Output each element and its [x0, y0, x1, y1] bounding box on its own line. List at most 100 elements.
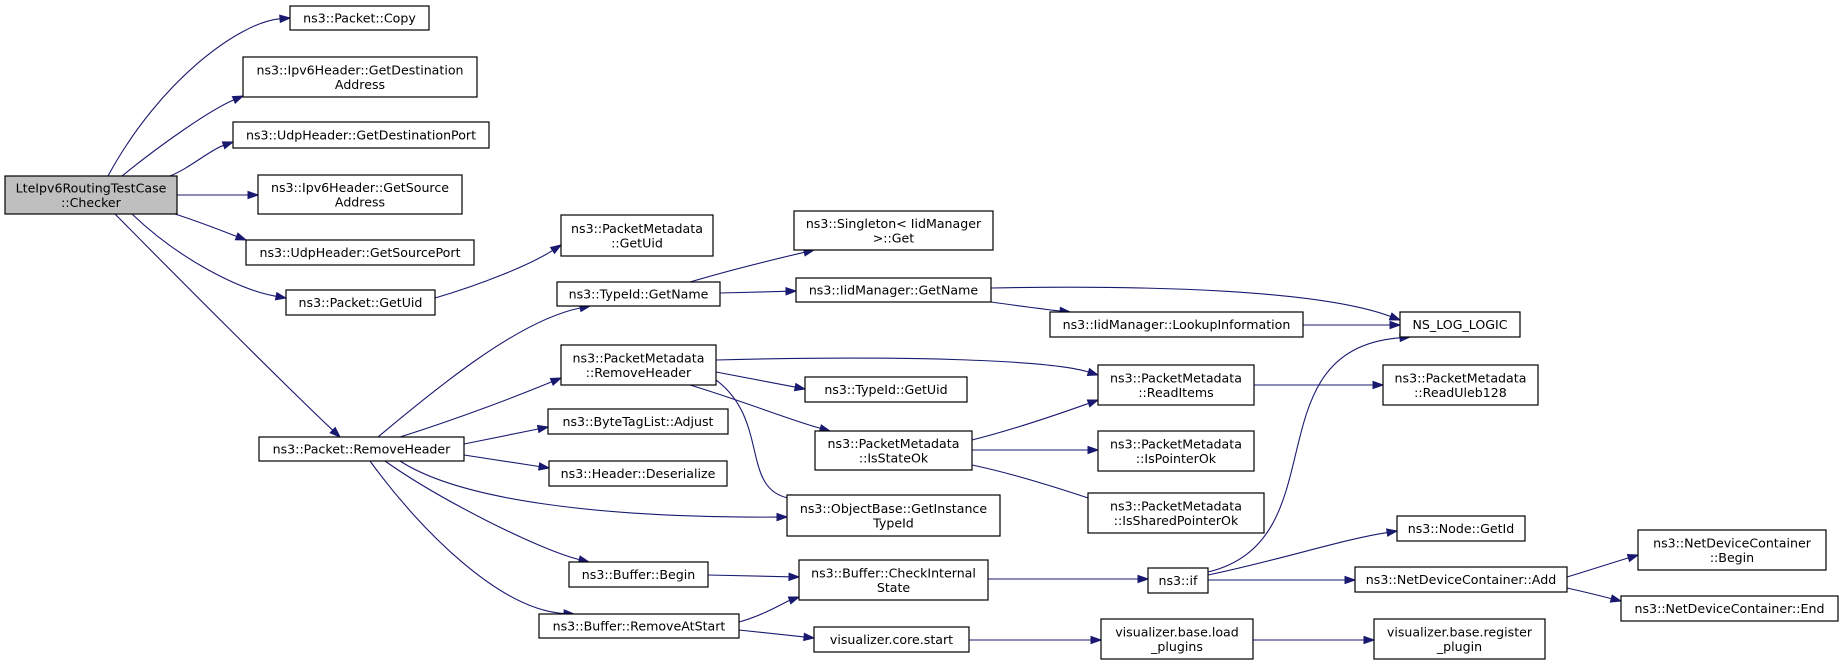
edge-pkt_removeheader-to-ob_gettypeid [399, 460, 789, 522]
node-udp-getsrcport[interactable]: ns3::UdpHeader::GetSourcePort [245, 239, 475, 266]
arrowhead [1372, 380, 1385, 390]
node-box [289, 5, 430, 31]
edge-line [463, 454, 540, 468]
node-pm-readitems[interactable]: ns3::PacketMetadata::ReadItems [1097, 364, 1255, 406]
node-label: Address [335, 194, 385, 209]
node-hdr-deserialize[interactable]: ns3::Header::Deserialize [548, 460, 728, 487]
edge-pm_removeheader-to-pm_readitems [715, 357, 1100, 377]
edge-pkt_removeheader-to-hdr_deserialize [463, 454, 551, 471]
edge-ns3_if-to-node_getid [1207, 528, 1399, 576]
node-viz-register-plugin[interactable]: visualizer.base.register_plugin [1373, 618, 1546, 660]
node-viz-load-plugins[interactable]: visualizer.base.load_plugins [1100, 618, 1254, 660]
edge-line [1207, 532, 1388, 576]
edge-typeid_getname-to-iid_getname [719, 287, 798, 296]
node-singleton-get[interactable]: ns3::Singleton< IidManager>::Get [793, 210, 994, 251]
node-label: ns3::UdpHeader::GetSourcePort [259, 245, 460, 260]
arrowhead [1086, 399, 1100, 408]
node-iid-lookup[interactable]: ns3::IidManager::LookupInformation [1049, 311, 1304, 338]
node-box [1354, 566, 1568, 593]
arrowhead [221, 141, 235, 150]
node-pkt-removeheader[interactable]: ns3::Packet::RemoveHeader [258, 436, 465, 462]
edge-viz_core_start-to-viz_load_plugins [969, 635, 1103, 645]
edge-checker-to-ipv6_getsrc [177, 190, 260, 200]
node-box [1100, 618, 1254, 660]
edge-buf_begin-to-buf_checkstate [707, 572, 801, 582]
edge-viz_load_plugins-to-viz_register_plugin [1253, 635, 1376, 645]
node-label: visualizer.core.start [830, 632, 953, 647]
node-btl-adjust[interactable]: ns3::ByteTagList::Adjust [547, 408, 729, 435]
edge-line [384, 460, 580, 561]
node-pkt-getuid[interactable]: ns3::Packet::GetUid [285, 289, 436, 316]
node-label: ns3::Singleton< IidManager [806, 216, 982, 231]
node-label: ns3::Buffer::RemoveAtStart [553, 619, 726, 634]
edge-line [1566, 557, 1629, 578]
node-label: NS_LOG_LOGIC [1413, 317, 1508, 332]
node-pm-issharedok[interactable]: ns3::PacketMetadata::IsSharedPointerOk [1087, 492, 1265, 534]
node-box [1620, 595, 1839, 622]
edge-pm_removeheader-to-ob_gettypeid [715, 379, 802, 503]
node-pkt-copy[interactable]: ns3::Packet::Copy [289, 5, 430, 31]
node-label: ::Checker [61, 195, 122, 210]
node-label: ns3::Ipv6Header::GetSource [271, 180, 449, 195]
node-label: ns3::PacketMetadata [571, 221, 703, 236]
node-ns3-if[interactable]: ns3::if [1147, 567, 1209, 594]
node-buf-begin[interactable]: ns3::Buffer::Begin [568, 561, 709, 588]
arrowhead [1626, 553, 1640, 563]
edge-pm_isstateok-to-pm_ispointerok [972, 445, 1100, 455]
node-typeid-getname[interactable]: ns3::TypeId::GetName [556, 281, 721, 307]
node-iid-getname[interactable]: ns3::IidManager::GetName [795, 277, 992, 303]
node-udp-getdstport[interactable]: ns3::UdpHeader::GetDestinationPort [232, 121, 490, 149]
arrowhead [1609, 594, 1623, 603]
node-label: ns3::PacketMetadata [828, 436, 960, 451]
node-label: ns3::Packet::Copy [303, 11, 416, 26]
node-box [1097, 430, 1255, 472]
node-pm-isstateok[interactable]: ns3::PacketMetadata::IsStateOk [814, 430, 973, 471]
node-label: ns3::PacketMetadata [1110, 436, 1242, 451]
node-box [258, 436, 465, 462]
node-box [1147, 567, 1209, 594]
edge-line [399, 381, 553, 438]
edge-line [719, 290, 787, 294]
edge-iid_lookup-to-ns_log_logic [1303, 320, 1402, 330]
arrowhead [1090, 635, 1103, 645]
node-ns-log-logic[interactable]: NS_LOG_LOGIC [1399, 311, 1521, 338]
edge-line [990, 286, 1391, 318]
node-box [547, 408, 729, 435]
node-label: _plugin [1436, 639, 1482, 654]
edge-checker-to-udp_getdstport [169, 141, 235, 177]
node-pm-removeheader[interactable]: ns3::PacketMetadata::RemoveHeader [560, 344, 717, 386]
edge-line [971, 464, 1091, 500]
node-node-getid[interactable]: ns3::Node::GetId [1396, 515, 1526, 542]
node-ndc-begin[interactable]: ns3::NetDeviceContainer::Begin [1637, 529, 1827, 571]
node-viz-core-start[interactable]: visualizer.core.start [813, 626, 970, 653]
node-typeid-getuid[interactable]: ns3::TypeId::GetUid [804, 376, 968, 403]
node-buf-removeatstart[interactable]: ns3::Buffer::RemoveAtStart [538, 613, 740, 639]
arrowhead [549, 244, 563, 255]
node-ndc-add[interactable]: ns3::NetDeviceContainer::Add [1354, 566, 1568, 593]
arrowhead [1385, 528, 1399, 537]
node-label: ::ReadUleb128 [1414, 385, 1507, 400]
node-label: ns3::ByteTagList::Adjust [562, 414, 713, 429]
node-label: visualizer.base.load [1115, 624, 1239, 639]
node-pm-ispointerok[interactable]: ns3::PacketMetadata::IsPointerOk [1097, 430, 1255, 472]
arrowhead [536, 424, 550, 434]
edge-pm_isstateok-to-pm_readitems [971, 399, 1100, 441]
node-label: ns3::Ipv6Header::GetDestination [256, 62, 463, 77]
node-pm-getuid[interactable]: ns3::PacketMetadata::GetUid [560, 214, 714, 257]
node-label: visualizer.base.register [1387, 624, 1533, 639]
node-pm-readuleb[interactable]: ns3::PacketMetadata::ReadUleb128 [1382, 364, 1539, 406]
edge-buf_removeatstart-to-buf_checkstate [738, 596, 801, 623]
edge-pkt_removeheader-to-btl_adjust [463, 424, 550, 445]
edge-pm_removeheader-to-pm_isstateok [689, 384, 832, 433]
edge-line [131, 213, 277, 297]
node-box [786, 494, 1001, 537]
node-label: ns3::IidManager::LookupInformation [1063, 317, 1291, 332]
node-label: ns3::IidManager::GetName [809, 283, 979, 298]
node-ndc-end[interactable]: ns3::NetDeviceContainer::End [1620, 595, 1839, 622]
node-label: ns3::Header::Deserialize [561, 466, 716, 481]
edge-checker-to-udp_getsrcport [174, 213, 248, 241]
